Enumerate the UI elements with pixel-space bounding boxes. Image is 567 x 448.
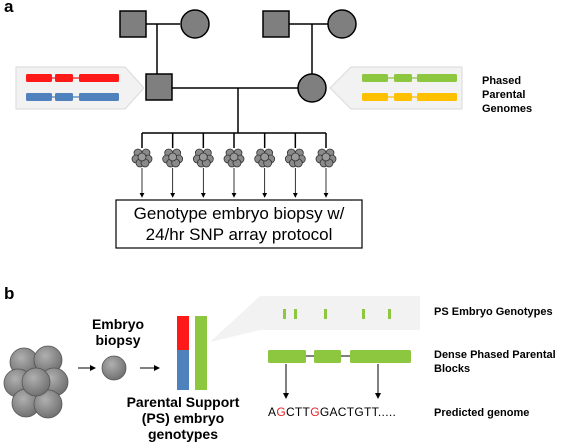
sequence-segment: CTT	[285, 405, 311, 419]
embryo-biopsy-line2: biopsy	[95, 332, 141, 348]
snp-mark	[294, 309, 297, 319]
grandmother-paternal-node	[180, 9, 210, 39]
panel-a-letter: a	[4, 0, 14, 16]
paternal-phased-genome-callout	[15, 66, 145, 110]
ps-line1: Parental Support	[126, 394, 240, 410]
father-node	[145, 73, 173, 101]
embryo-icon	[162, 148, 184, 168]
ps-line2: (PS) embryo	[141, 410, 225, 426]
snp-mark	[283, 309, 286, 319]
paternal-haplotype-blue	[26, 93, 119, 101]
ps-line3: genotypes	[147, 426, 218, 442]
embryo-icon	[192, 148, 214, 168]
ps-embryo-genotypes-label: PS Embryo Genotypes	[434, 306, 553, 318]
phased-label-line1: Phased Parental	[482, 75, 526, 101]
pedigree	[119, 9, 357, 134]
genotype-box	[115, 199, 363, 249]
maternal-haplotype-green	[362, 74, 457, 82]
dense-phased-blocks	[268, 350, 411, 363]
biopsy-cell	[101, 355, 127, 381]
embryo-icon	[315, 148, 337, 168]
grandmother-maternal-node	[327, 9, 357, 39]
embryo-icon	[284, 148, 306, 168]
genotype-box-text: Genotype embryo biopsy w/ 24/hr SNP arra…	[116, 203, 362, 245]
embryo-cluster-large	[3, 345, 69, 419]
sequence-segment: A	[268, 405, 277, 419]
sequence-segment: GACTGTT.....	[319, 405, 397, 419]
ps-chromosome-pair	[177, 316, 207, 390]
panel-b-letter: b	[4, 284, 15, 303]
predicted-genome-label: Predicted genome	[434, 407, 530, 419]
ps-genotypes-zoom-callout	[210, 296, 420, 342]
grandfather-paternal-node	[119, 10, 147, 38]
sequence-variant-base: G	[276, 405, 286, 419]
snp-mark	[324, 309, 327, 319]
embryo-icon	[254, 148, 276, 168]
snp-mark	[362, 309, 365, 319]
paternal-haplotype-red	[26, 74, 119, 82]
embryo-row	[131, 133, 337, 198]
box-line1: Genotype embryo biopsy w/	[133, 204, 345, 223]
maternal-phased-genome-callout	[329, 66, 463, 110]
ps-embryo-genotypes-caption: Parental Support (PS) embryo genotypes	[118, 394, 248, 442]
phased-label-line2: Genomes	[482, 103, 533, 115]
snp-mark	[388, 309, 391, 319]
dense-label-line2: Blocks	[434, 363, 471, 375]
mother-node	[297, 73, 327, 103]
sequence-variant-base: G	[310, 405, 320, 419]
embryo-biopsy-label: Embryo biopsy	[88, 316, 148, 348]
embryo-biopsy-line1: Embryo	[91, 316, 145, 332]
predicted-sequence: AGCTTGGACTGTT.....	[268, 405, 396, 419]
embryo-icon	[223, 148, 245, 168]
grandfather-maternal-node	[262, 10, 290, 38]
maternal-haplotype-yellow	[362, 93, 457, 101]
embryo-icon	[131, 148, 153, 168]
box-line2: 24/hr SNP array protocol	[145, 225, 333, 244]
phased-parental-genomes-label: Phased Parental Genomes	[482, 74, 567, 116]
dense-phased-label: Dense Phased Parental Blocks	[434, 348, 556, 376]
dense-label-line1: Dense Phased Parental	[434, 349, 556, 361]
